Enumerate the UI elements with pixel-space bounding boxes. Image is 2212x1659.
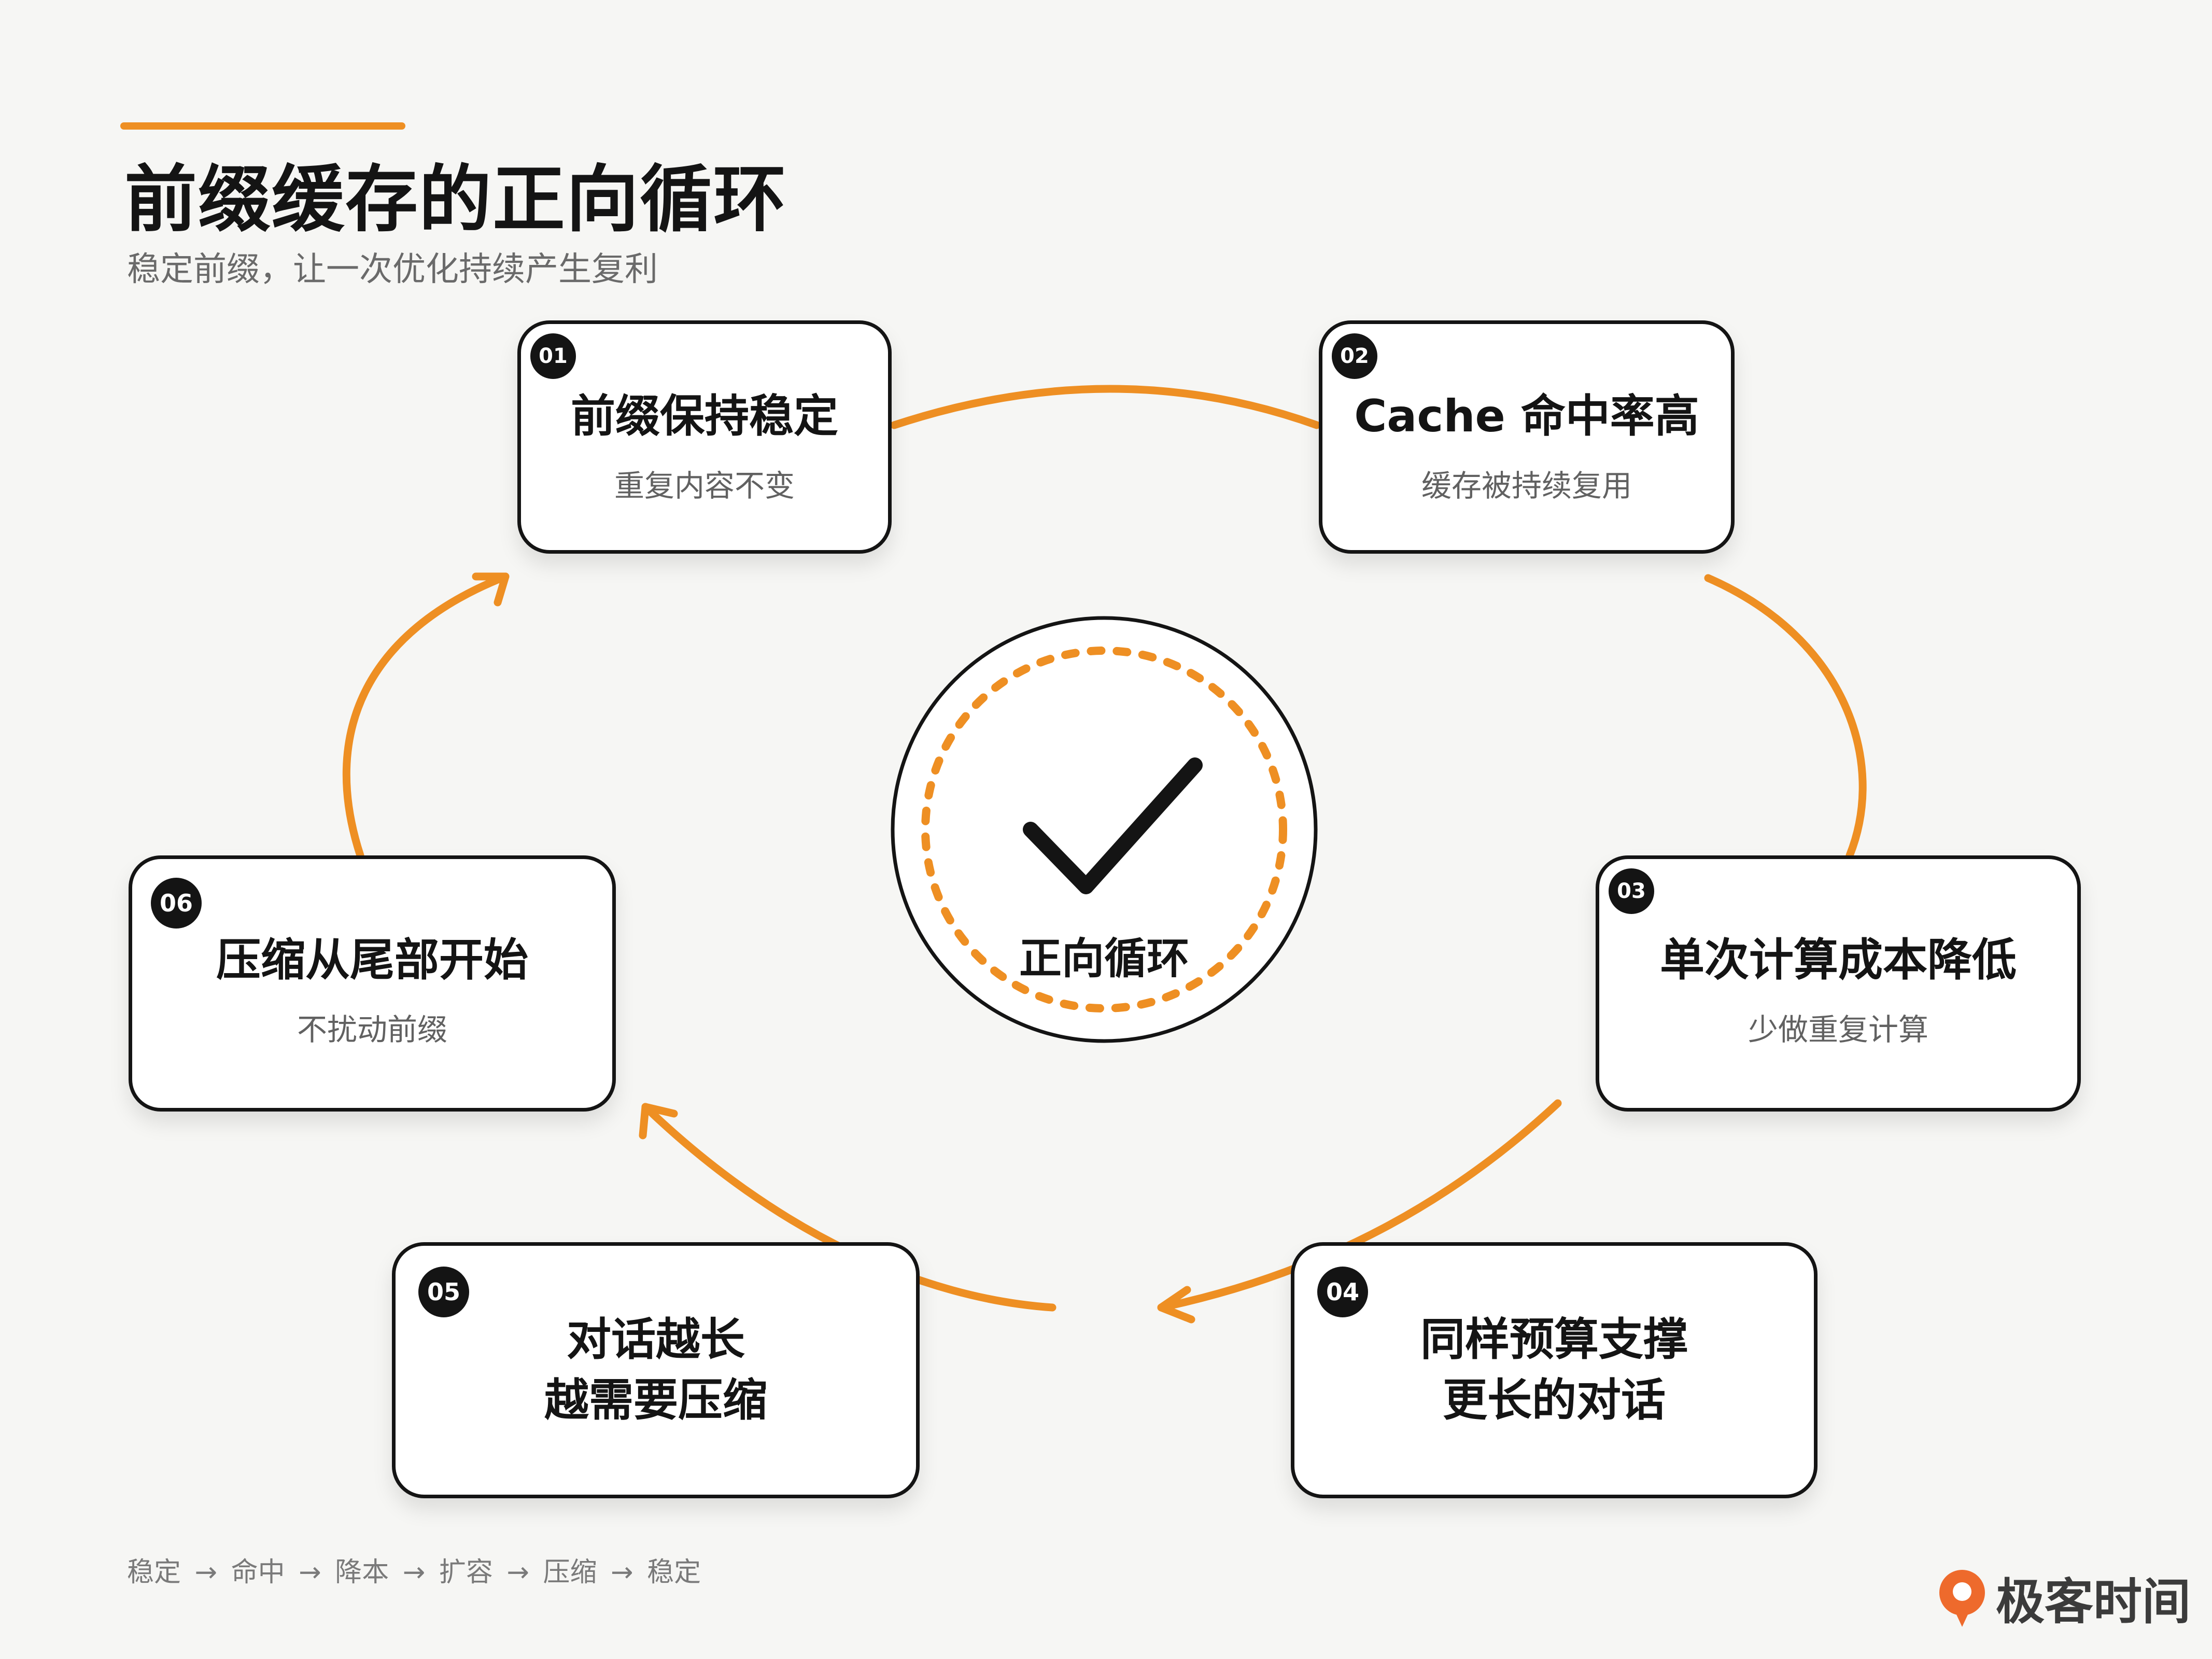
- arrow-01-to-02: [890, 385, 1321, 429]
- step-title-line-1: 同样预算支撑: [1420, 1313, 1688, 1366]
- step-subtitle: 重复内容不变: [614, 468, 795, 503]
- step-subtitle: 少做重复计算: [1748, 1011, 1928, 1047]
- title-accent-bar: [120, 122, 405, 130]
- geektime-logo-icon: [1939, 1570, 1985, 1627]
- step-number-badge: 04: [1317, 1267, 1368, 1317]
- step-number-badge: 03: [1609, 868, 1654, 914]
- arrow-03-to-04: [1157, 1099, 1562, 1312]
- step-title-line-1: 对话越长: [567, 1313, 745, 1366]
- step-number-badge: 05: [418, 1267, 469, 1317]
- arrow-05-head: [639, 1103, 678, 1140]
- brand-logo: 极客时间: [1934, 1563, 2191, 1633]
- step-card-06: 06 压缩从尾部开始 不扰动前缀: [129, 855, 616, 1112]
- center-badge: [891, 616, 1318, 1043]
- step-card-03: 03 单次计算成本降低 少做重复计算: [1596, 855, 2081, 1112]
- arrow-02-to-03: [1704, 574, 1867, 860]
- step-title: 单次计算成本降低: [1660, 934, 2017, 987]
- step-number-badge: 02: [1332, 333, 1377, 379]
- checkmark-icon: [1023, 757, 1203, 894]
- arrow-04-head: [1157, 1286, 1195, 1324]
- step-number-badge: 01: [530, 333, 576, 379]
- brand-name: 极客时间: [1996, 1574, 2191, 1630]
- step-title: Cache 命中率高: [1354, 390, 1699, 443]
- step-card-02: 02 Cache 命中率高 缓存被持续复用: [1319, 320, 1735, 554]
- step-title: 压缩从尾部开始: [216, 934, 528, 987]
- step-subtitle: 缓存被持续复用: [1421, 468, 1632, 503]
- step-title-line-2: 越需要压缩: [544, 1374, 767, 1426]
- step-card-05: 05 对话越长 越需要压缩: [392, 1242, 920, 1498]
- step-number-badge: 06: [151, 878, 202, 929]
- step-title: 前缀保持稳定: [571, 390, 838, 443]
- arrow-06-head: [472, 572, 510, 607]
- arrow-06-to-01: [342, 572, 510, 860]
- center-label: 正向循环: [1019, 934, 1189, 983]
- step-subtitle: 不扰动前缀: [297, 1011, 447, 1047]
- step-card-04: 04 同样预算支撑 更长的对话: [1291, 1242, 1817, 1498]
- step-title-line-2: 更长的对话: [1443, 1374, 1666, 1426]
- step-card-01: 01 前缀保持稳定 重复内容不变: [517, 320, 892, 554]
- cycle-flow-caption: 稳定 → 命中 → 降本 → 扩容 → 压缩 → 稳定: [127, 1557, 701, 1588]
- page-subtitle: 稳定前缀，让一次优化持续产生复利: [127, 250, 658, 289]
- page-title: 前缀缓存的正向循环: [124, 158, 787, 242]
